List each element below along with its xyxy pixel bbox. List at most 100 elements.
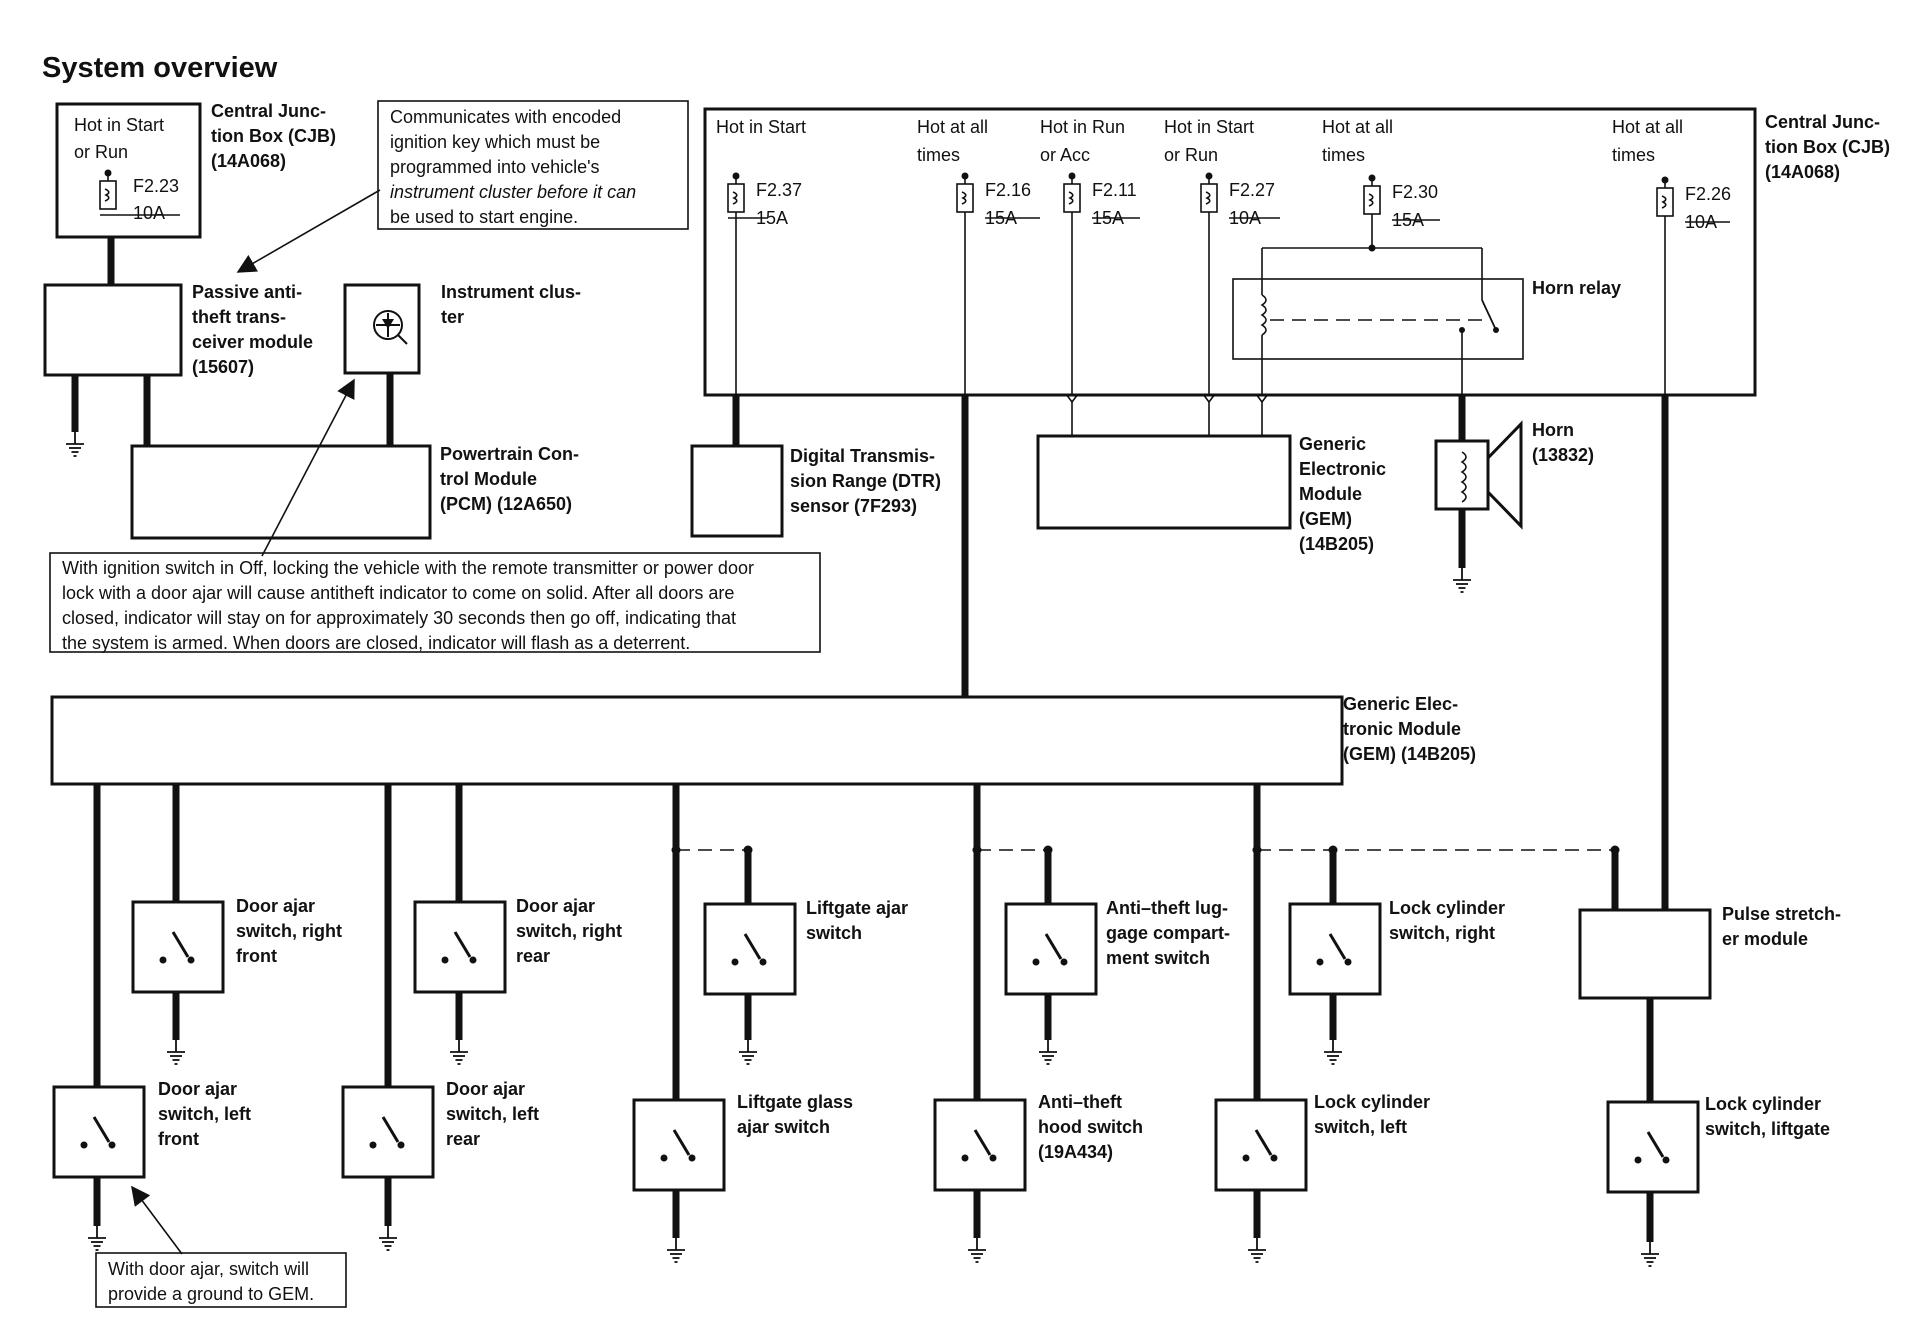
antitheft-indicator-note-line: With ignition switch in Off, locking the…	[62, 558, 754, 578]
fuse-amp: 10A	[1685, 212, 1717, 232]
antitheft-indicator-note-line: the system is armed. When doors are clos…	[62, 633, 690, 653]
cjb-left-hot-label-line: or Run	[74, 142, 128, 162]
cjb-left-label-line: Central Junc-	[211, 101, 326, 121]
ground-symbol	[1247, 1237, 1267, 1263]
lock-cyl-liftgate-label-line: Lock cylinder	[1705, 1094, 1821, 1114]
lock-cyl-left-label-line: Lock cylinder	[1314, 1092, 1430, 1112]
gem-upper-label-line: Module	[1299, 484, 1362, 504]
cjb-right-label: Central Junc-tion Box (CJB)(14A068)	[1765, 112, 1890, 182]
ignition-key-note-line: instrument cluster before it can	[390, 182, 636, 202]
horn-relay-box	[1232, 278, 1524, 360]
cjb-left-label-line: (14A068)	[211, 151, 286, 171]
indicator-lamp-icon	[373, 310, 408, 345]
gem-upper-label-line: Electronic	[1299, 459, 1386, 479]
gem-main-label: Generic Elec-tronic Module(GEM) (14B205)	[1343, 694, 1476, 764]
gem-main-label-line: tronic Module	[1343, 719, 1461, 739]
door-lf-label-line: front	[158, 1129, 199, 1149]
fuse-id: F2.16	[985, 180, 1031, 200]
antitheft-luggage-label: Anti–theft lug-gage compart-ment switch	[1106, 898, 1230, 968]
door-rr-switch-icon	[413, 900, 507, 994]
door-rf-switch-icon	[131, 900, 225, 994]
ground-symbol	[1640, 1241, 1660, 1267]
fuse-hot-label-line: times	[917, 145, 960, 165]
horn-relay-label: Horn relay	[1532, 278, 1621, 298]
pcm-box	[130, 444, 432, 540]
pcm-label-line: Powertrain Con-	[440, 444, 579, 464]
door-rr-label-line: switch, right	[516, 921, 622, 941]
ignition-key-note-box	[377, 100, 689, 230]
horn-label-line: (13832)	[1532, 445, 1594, 465]
lock-cyl-liftgate-label-line: switch, liftgate	[1705, 1119, 1830, 1139]
door-ground-note-line: With door ajar, switch will	[108, 1259, 309, 1279]
door-rf-label-line: Door ajar	[236, 896, 315, 916]
instrument-cluster-label: Instrument clus-ter	[441, 282, 581, 327]
cjb-right-label-line: (14A068)	[1765, 162, 1840, 182]
cjb-right-label-line: Central Junc-	[1765, 112, 1880, 132]
fuse-amp: 15A	[985, 208, 1017, 228]
horn-label: Horn(13832)	[1532, 420, 1594, 465]
liftgate-glass-label-line: ajar switch	[737, 1117, 830, 1137]
pats-module-box	[43, 283, 183, 377]
pats-module-label-line: theft trans-	[192, 307, 286, 327]
fuse-id: F2.11	[1092, 180, 1137, 200]
door-lr-label-line: rear	[446, 1129, 480, 1149]
lock-cyl-right-label-line: switch, right	[1389, 923, 1495, 943]
ground-symbol	[1452, 567, 1472, 593]
door-lr-label-line: Door ajar	[446, 1079, 525, 1099]
door-lf-switch-icon	[52, 1085, 146, 1179]
antitheft-indicator-note: With ignition switch in Off, locking the…	[62, 558, 754, 653]
gem-main-box	[50, 695, 1344, 786]
antitheft-indicator-note-box	[49, 552, 821, 653]
cjb-left-label: Central Junc-tion Box (CJB) (14A068)	[211, 101, 336, 171]
antitheft-luggage-label-line: gage compart-	[1106, 923, 1230, 943]
cjb-left-hot-label-line: Hot in Start	[74, 115, 164, 135]
ground-symbol	[449, 1039, 469, 1065]
fuse-hot-label-line: or Run	[1164, 145, 1218, 165]
instrument-cluster-label-line: Instrument clus-	[441, 282, 581, 302]
fuse-amp: 15A	[1392, 210, 1424, 230]
pats-module-label-line: (15607)	[192, 357, 254, 377]
door-lr-switch-icon	[341, 1085, 435, 1179]
liftgate-ajar-switch-icon	[703, 902, 797, 996]
door-rf-label-line: front	[236, 946, 277, 966]
dtr-sensor-label: Digital Transmis-sion Range (DTR)sensor …	[790, 446, 941, 516]
dtr-sensor-label-line: sion Range (DTR)	[790, 471, 941, 491]
instrument-cluster-label-line: ter	[441, 307, 464, 327]
antitheft-luggage-label-line: Anti–theft lug-	[1106, 898, 1228, 918]
dtr-sensor-box	[690, 444, 784, 538]
ground-symbol	[1323, 1039, 1343, 1065]
fuse-id: F2.27	[1229, 180, 1275, 200]
gem-upper-label-line: (GEM)	[1299, 509, 1352, 529]
antitheft-luggage-switch-icon	[1004, 902, 1098, 996]
fuse-hot-label-line: Hot in Run	[1040, 117, 1125, 137]
ground-symbol	[378, 1225, 398, 1251]
pats-module-label: Passive anti-theft trans-ceiver module(1…	[192, 282, 313, 377]
antitheft-indicator-note-line: lock with a door ajar will cause antithe…	[62, 583, 734, 603]
fuse-id: F2.37	[756, 180, 802, 200]
horn-speaker-icon	[1486, 420, 1523, 530]
pulse-stretcher-box	[1578, 908, 1712, 1000]
ground-symbol	[738, 1039, 758, 1065]
ground-symbol	[967, 1237, 987, 1263]
pulse-stretcher-label-line: er module	[1722, 929, 1808, 949]
ground-symbol	[166, 1039, 186, 1065]
cjb-left-label-line: tion Box (CJB)	[211, 126, 336, 146]
door-rr-label-line: rear	[516, 946, 550, 966]
fuse-amp: 15A	[756, 208, 788, 228]
liftgate-ajar-label-line: Liftgate ajar	[806, 898, 908, 918]
liftgate-glass-switch-icon	[632, 1098, 726, 1192]
dtr-sensor-label-line: sensor (7F293)	[790, 496, 917, 516]
